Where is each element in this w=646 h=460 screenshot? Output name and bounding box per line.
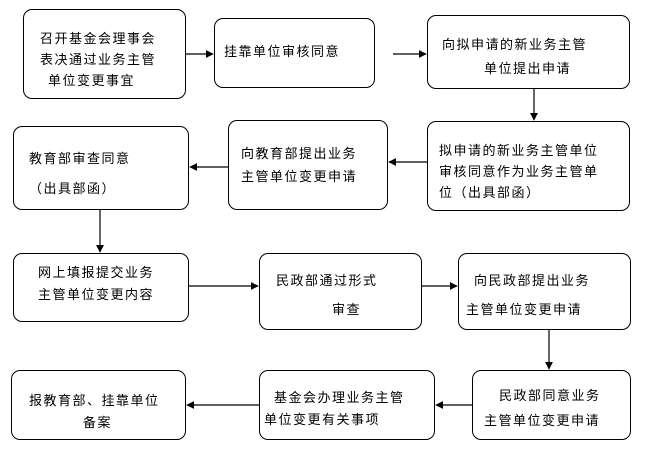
step-1-line-1: 召开基金会理事会 bbox=[40, 32, 157, 47]
step-4-line-3: 位（出具部函） bbox=[439, 186, 541, 201]
step-3-line-2: 单位提出申请 bbox=[484, 62, 572, 77]
step-box-4: 拟申请的新业务主管单位 审核同意作为业务主管单 位（出具部函） bbox=[427, 121, 630, 211]
step-10-line-1: 民政部同意业务 bbox=[499, 389, 601, 404]
step-12-line-1: 报教育部、挂靠单位 bbox=[29, 394, 160, 409]
step-6-line-2: （出具部函） bbox=[29, 182, 117, 197]
step-12-line-2: 备案 bbox=[83, 416, 113, 431]
step-8-line-2: 审查 bbox=[332, 303, 362, 318]
step-box-2: 挂靠单位审核同意 bbox=[214, 18, 375, 88]
step-11-line-1: 基金会办理业务主管 bbox=[274, 391, 405, 406]
step-9-line-2: 主管单位变更申请 bbox=[466, 303, 583, 318]
step-3-line-1: 向拟申请的新业务主管 bbox=[442, 38, 588, 53]
step-box-5: 向教育部提出业务 主管单位变更申请 bbox=[228, 120, 388, 210]
step-box-6: 教育部审查同意 （出具部函） bbox=[13, 126, 189, 210]
step-box-9: 向民政部提出业务 主管单位变更申请 bbox=[458, 253, 631, 330]
step-6-line-1: 教育部审查同意 bbox=[29, 152, 131, 167]
step-2-line-1: 挂靠单位审核同意 bbox=[224, 45, 341, 60]
step-box-11: 基金会办理业务主管 单位变更有关事项 bbox=[259, 370, 435, 440]
step-5-line-1: 向教育部提出业务 bbox=[241, 147, 358, 162]
step-9-line-1: 向民政部提出业务 bbox=[474, 274, 591, 289]
step-10-line-2: 主管单位变更申请 bbox=[484, 414, 601, 429]
step-box-1: 召开基金会理事会 表决通过业务主管 单位变更事宜 bbox=[23, 9, 186, 99]
step-5-line-2: 主管单位变更申请 bbox=[241, 170, 358, 185]
step-box-12: 报教育部、挂靠单位 备案 bbox=[11, 370, 186, 440]
step-7-line-2: 主管单位变更内容 bbox=[38, 288, 155, 303]
step-7-line-1: 网上填报提交业务 bbox=[38, 266, 155, 281]
step-box-8: 民政部通过形式 审查 bbox=[259, 253, 422, 330]
step-box-3: 向拟申请的新业务主管 单位提出申请 bbox=[427, 15, 630, 89]
step-4-line-2: 审核同意作为业务主管单 bbox=[439, 165, 599, 180]
step-4-line-1: 拟申请的新业务主管单位 bbox=[439, 144, 599, 159]
step-11-line-2: 单位变更有关事项 bbox=[264, 413, 381, 428]
step-box-10: 民政部同意业务 主管单位变更申请 bbox=[472, 370, 631, 440]
step-1-line-2: 表决通过业务主管 bbox=[40, 53, 157, 68]
step-box-7: 网上填报提交业务 主管单位变更内容 bbox=[13, 253, 189, 322]
step-8-line-1: 民政部通过形式 bbox=[276, 274, 378, 289]
step-1-line-3: 单位变更事宜 bbox=[48, 74, 136, 89]
